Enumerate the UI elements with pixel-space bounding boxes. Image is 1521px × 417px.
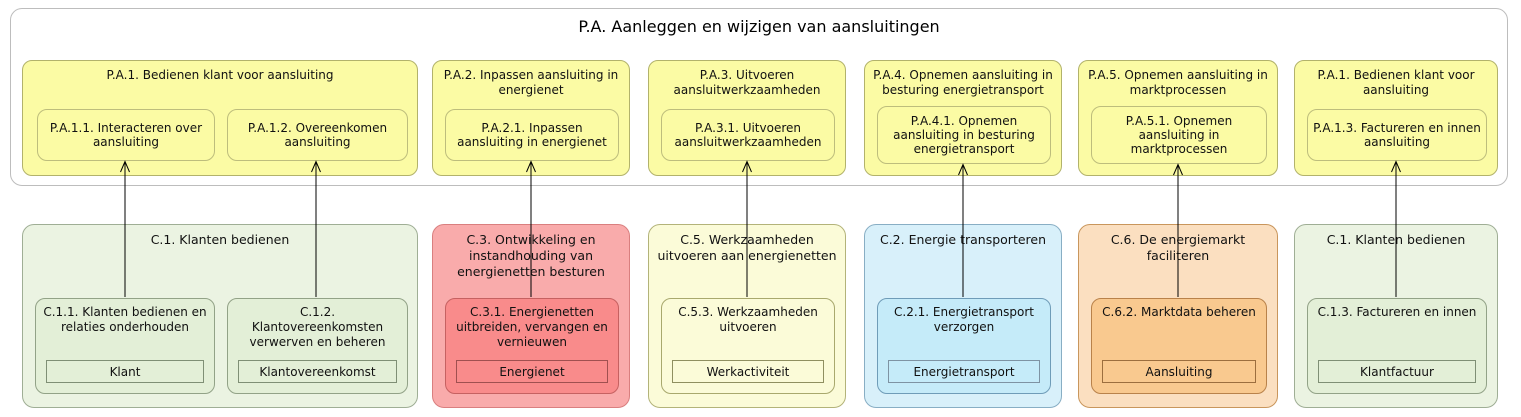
capability-group-title: C.3. Ontwikkeling en instandhouding van … [457, 232, 605, 279]
process-box-pa1-2: P.A.1.2. Overeenkomen aansluiting [227, 109, 408, 161]
capability-group-c1-left: C.1. Klanten bedienen C.1.1. Klanten bed… [22, 224, 418, 408]
process-box-pa5-1: P.A.5.1. Opnemen aansluiting in marktpro… [1091, 106, 1267, 164]
top-group-title: P.A.4. Opnemen aansluiting in besturing … [873, 68, 1053, 97]
function-box-label: C.1.1. Klanten bedienen en relaties onde… [43, 305, 207, 334]
function-box-label: C.1.3. Factureren en innen [1317, 305, 1477, 319]
capability-group-title: C.5. Werkzaamheden uitvoeren aan energie… [657, 232, 837, 263]
object-label: Energienet [499, 364, 565, 379]
function-box-c1-2: C.1.2. Klantovereenkomsten verwerven en … [227, 298, 408, 394]
top-group-title: P.A.1. Bedienen klant voor aansluiting [1317, 68, 1475, 97]
function-box-c6-2: C.6.2. Marktdata beheren Aansluiting [1091, 298, 1267, 394]
object-box-klant: Klant [46, 360, 204, 383]
process-box-label: P.A.1.2. Overeenkomen aansluiting [247, 121, 388, 149]
top-group-pa2: P.A.2. Inpassen aansluiting in energiene… [432, 60, 630, 176]
top-group-title: P.A.5. Opnemen aansluiting in marktproce… [1088, 68, 1268, 97]
capability-group-title: C.1. Klanten bedienen [1326, 232, 1466, 247]
function-box-c1-3: C.1.3. Factureren en innen Klantfactuur [1307, 298, 1487, 394]
process-box-label: P.A.2.1. Inpassen aansluiting in energie… [457, 121, 607, 149]
function-box-label: C.6.2. Marktdata beheren [1102, 305, 1256, 319]
object-box-werkactiviteit: Werkactiviteit [672, 360, 824, 383]
process-box-pa1-1: P.A.1.1. Interacteren over aansluiting [37, 109, 215, 161]
object-box-energienet: Energienet [456, 360, 608, 383]
process-box-label: P.A.5.1. Opnemen aansluiting in marktpro… [1125, 114, 1233, 156]
capability-group-title: C.6. De energiemarkt faciliteren [1110, 232, 1246, 263]
object-box-klantovereenkomst: Klantovereenkomst [238, 360, 397, 383]
function-box-label: C.5.3. Werkzaamheden uitvoeren [678, 305, 818, 334]
capability-group-title: C.2. Energie transporteren [879, 232, 1047, 247]
top-group-pa1-right: P.A.1. Bedienen klant voor aansluiting P… [1294, 60, 1498, 176]
capability-group-c5: C.5. Werkzaamheden uitvoeren aan energie… [648, 224, 846, 408]
function-box-label: C.2.1. Energietransport verzorgen [894, 305, 1034, 334]
capability-group-c6: C.6. De energiemarkt faciliteren C.6.2. … [1078, 224, 1278, 408]
object-label: Klantfactuur [1360, 364, 1434, 379]
process-box-label: P.A.1.3. Factureren en innen aansluiting [1313, 121, 1481, 149]
object-label: Energietransport [913, 364, 1015, 379]
top-group-title: P.A.2. Inpassen aansluiting in energiene… [443, 68, 619, 97]
top-group-pa5: P.A.5. Opnemen aansluiting in marktproce… [1078, 60, 1278, 176]
top-group-title: P.A.3. Uitvoeren aansluitwerkzaamheden [673, 68, 821, 97]
object-label: Aansluiting [1145, 364, 1213, 379]
process-box-pa1-3: P.A.1.3. Factureren en innen aansluiting [1307, 109, 1487, 161]
process-box-pa4-1: P.A.4.1. Opnemen aansluiting in besturin… [877, 106, 1051, 164]
process-box-pa2-1: P.A.2.1. Inpassen aansluiting in energie… [445, 109, 619, 161]
object-label: Werkactiviteit [706, 364, 790, 379]
object-box-energietransport: Energietransport [888, 360, 1040, 383]
top-group-title: P.A.1. Bedienen klant voor aansluiting [106, 68, 334, 82]
capability-group-c3: C.3. Ontwikkeling en instandhouding van … [432, 224, 630, 408]
object-label: Klant [109, 364, 141, 379]
function-box-label: C.1.2. Klantovereenkomsten verwerven en … [249, 305, 386, 349]
process-box-label: P.A.3.1. Uitvoeren aansluitwerkzaamheden [674, 121, 822, 149]
top-group-pa1-left: P.A.1. Bedienen klant voor aansluiting P… [22, 60, 418, 176]
object-label: Klantovereenkomst [259, 364, 376, 379]
function-box-c3-1: C.3.1. Energienetten uitbreiden, vervang… [445, 298, 619, 394]
function-box-c2-1: C.2.1. Energietransport verzorgen Energi… [877, 298, 1051, 394]
process-box-pa3-1: P.A.3.1. Uitvoeren aansluitwerkzaamheden [661, 109, 835, 161]
top-group-pa4: P.A.4. Opnemen aansluiting in besturing … [864, 60, 1062, 176]
diagram-title: P.A. Aanleggen en wijzigen van aansluiti… [578, 17, 940, 36]
function-box-c5-3: C.5.3. Werkzaamheden uitvoeren Werkactiv… [661, 298, 835, 394]
process-box-label: P.A.4.1. Opnemen aansluiting in besturin… [893, 114, 1035, 156]
object-box-aansluiting: Aansluiting [1102, 360, 1256, 383]
process-box-label: P.A.1.1. Interacteren over aansluiting [49, 121, 203, 149]
capability-group-c1-right: C.1. Klanten bedienen C.1.3. Factureren … [1294, 224, 1498, 408]
function-box-label: C.3.1. Energienetten uitbreiden, vervang… [456, 305, 608, 349]
function-box-c1-1: C.1.1. Klanten bedienen en relaties onde… [35, 298, 215, 394]
object-box-klantfactuur: Klantfactuur [1318, 360, 1476, 383]
capability-group-c2: C.2. Energie transporteren C.2.1. Energi… [864, 224, 1062, 408]
capability-group-title: C.1. Klanten bedienen [150, 232, 290, 247]
top-group-pa3: P.A.3. Uitvoeren aansluitwerkzaamheden P… [648, 60, 846, 176]
